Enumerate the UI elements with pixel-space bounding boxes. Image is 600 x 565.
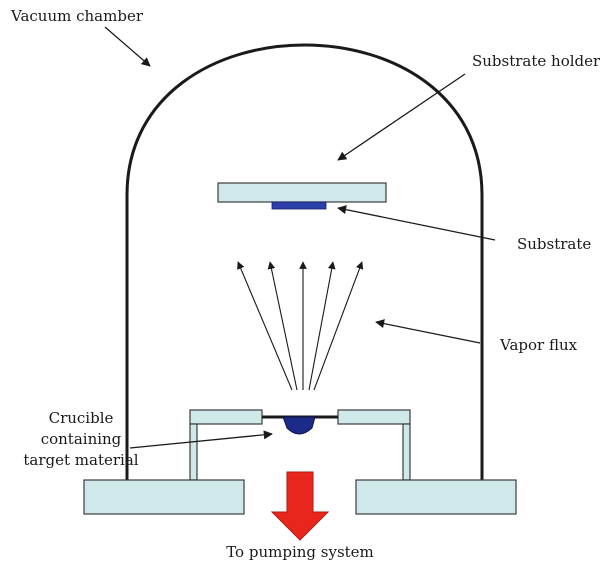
left-leg [189,423,198,481]
label-crucible-line2: containing [41,430,122,448]
vapor-flux-arrows [237,261,364,391]
base-plate-right [355,479,517,515]
label-crucible-line1: Crucible [49,409,114,427]
base-plate-left [83,479,245,515]
crucible [282,416,316,435]
label-substrate-holder: Substrate holder [472,52,600,70]
crucible-right-support [337,409,411,425]
leader-lines [104,26,496,449]
substrate [271,201,327,210]
pumping-arrow [270,471,330,541]
crucible-left-support [189,409,263,425]
label-crucible-line3: target material [23,451,138,469]
right-leg [402,423,411,481]
label-vapor-flux: Vapor flux [499,336,578,354]
vacuum-chamber-wall [125,43,484,480]
label-to-pumping-system: To pumping system [226,543,374,561]
label-vacuum-chamber: Vacuum chamber [10,7,144,25]
label-substrate: Substrate [517,235,591,253]
substrate-holder [217,182,387,203]
